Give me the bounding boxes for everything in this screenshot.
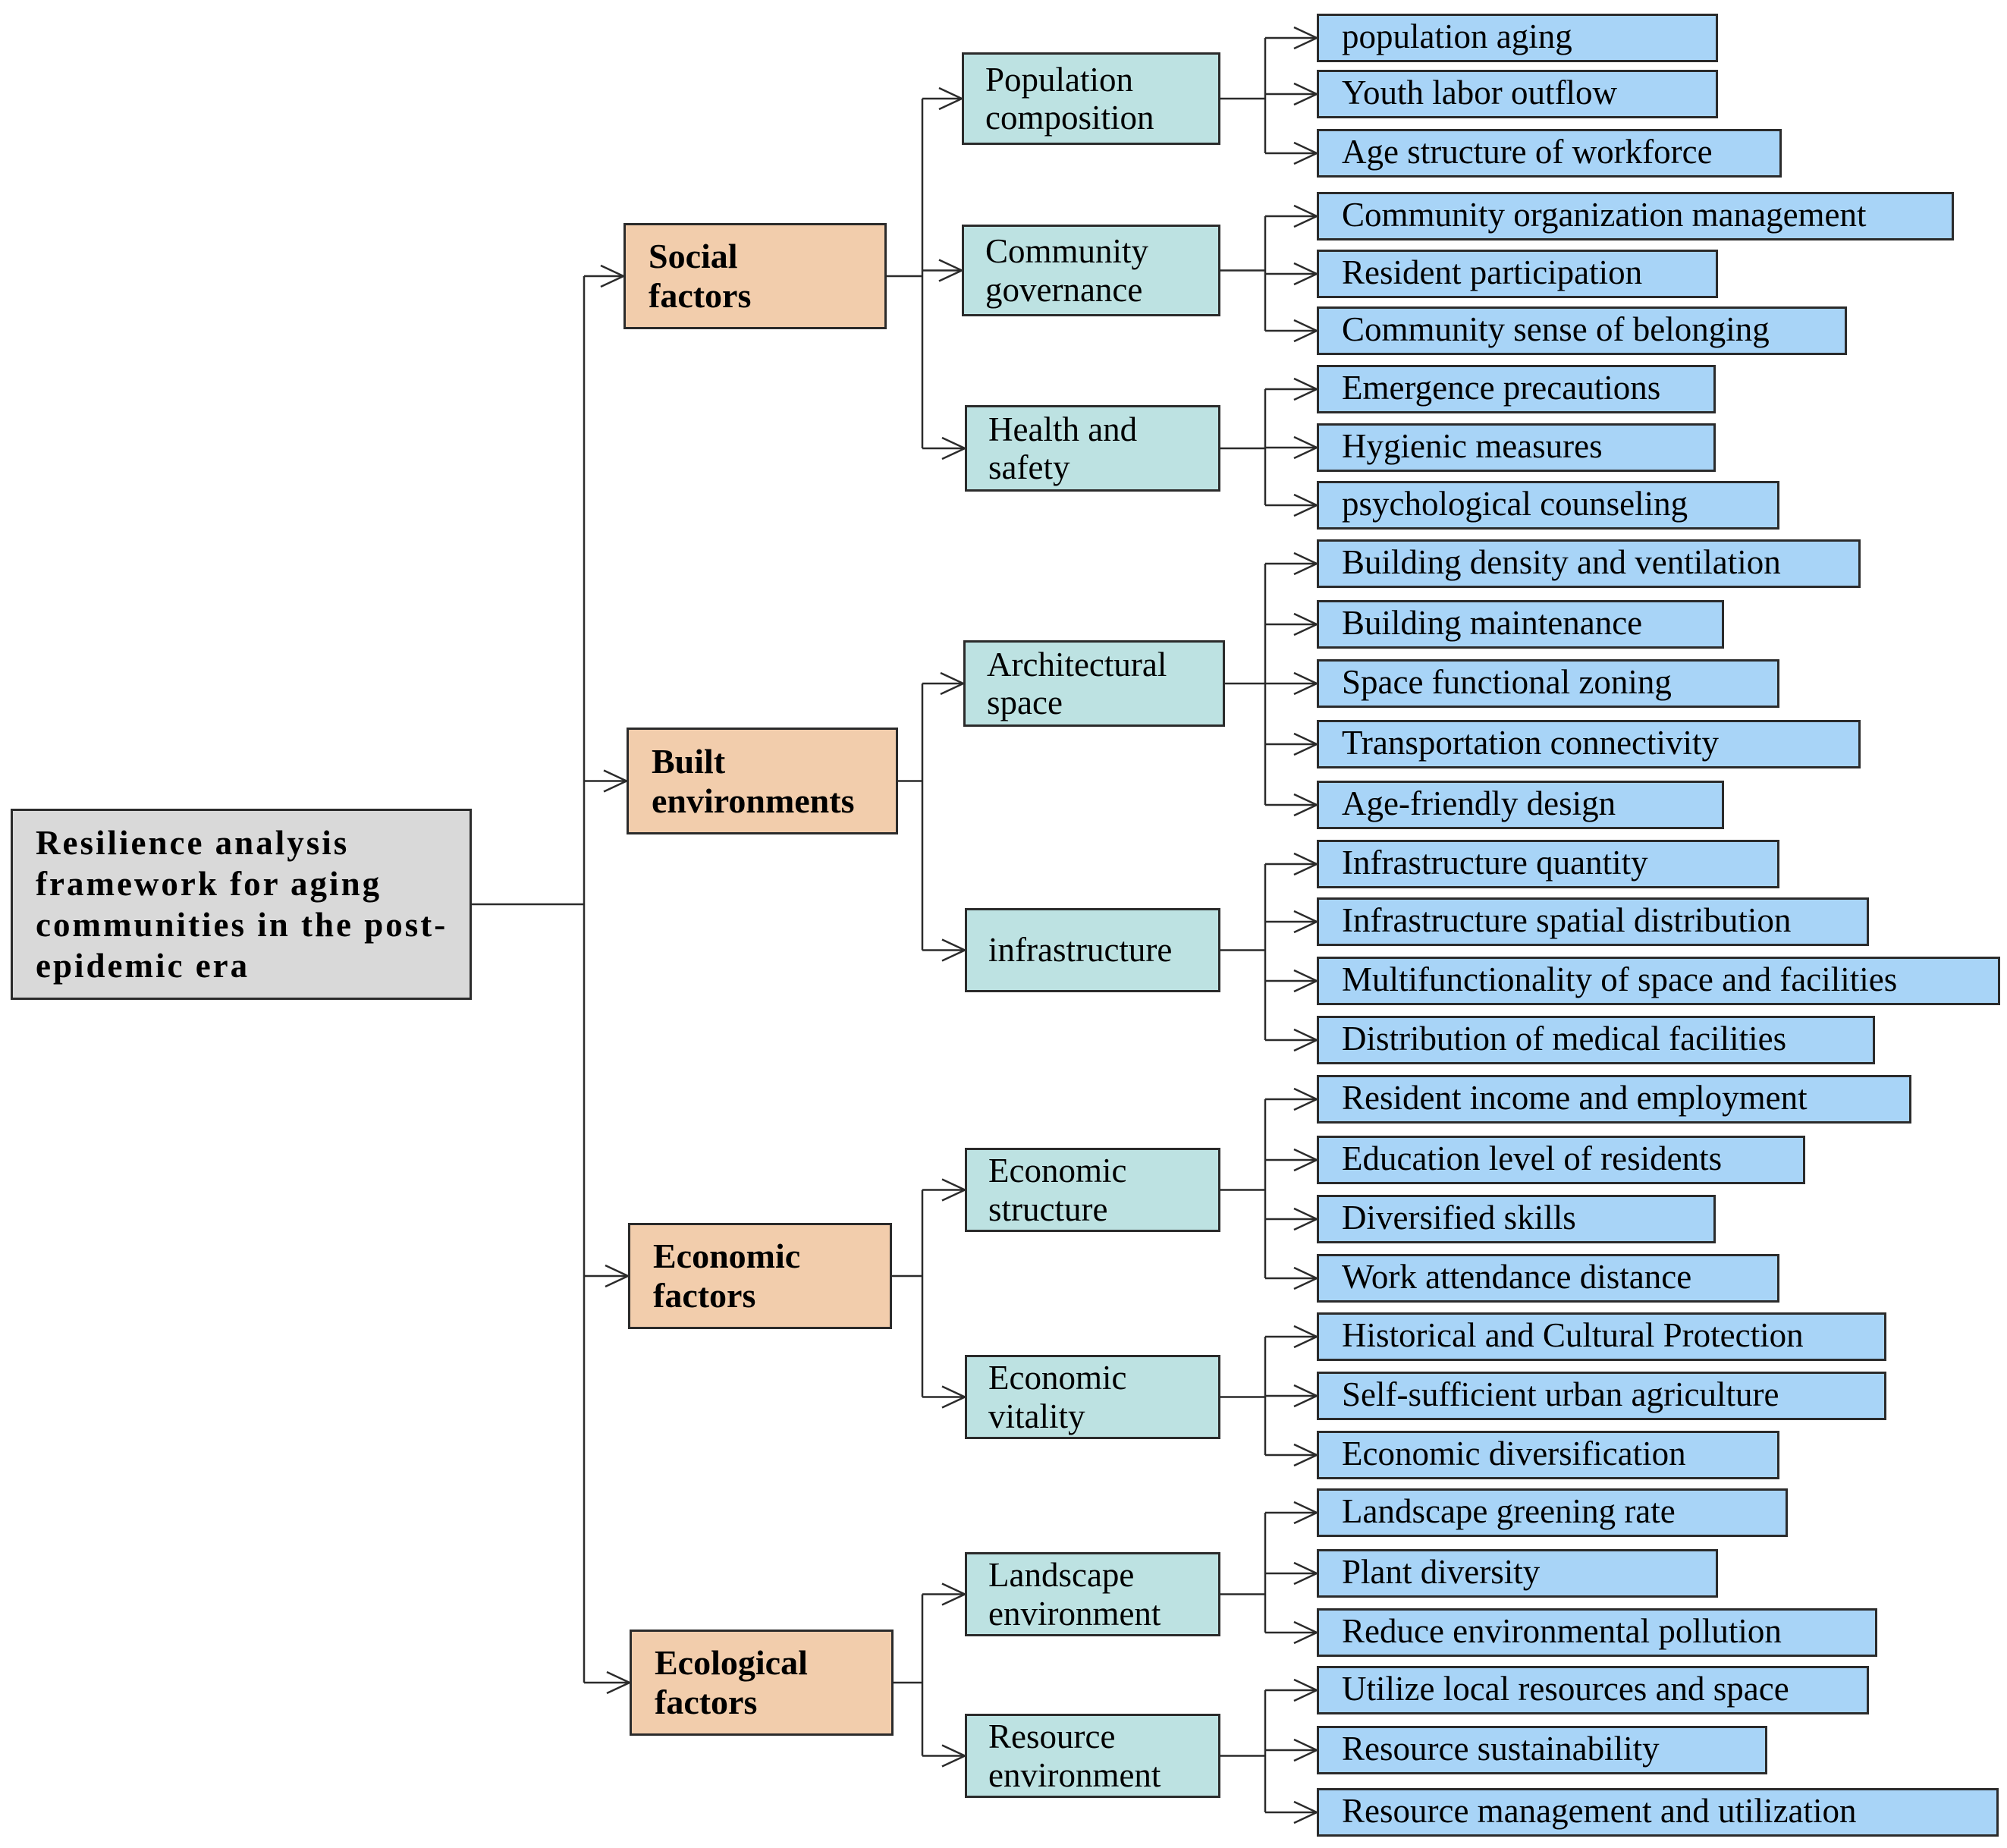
indicator-node-label: Emergence precautions	[1342, 368, 1661, 407]
group-node-label: Architectural space	[987, 645, 1167, 721]
group-node-label: Economic structure	[988, 1152, 1127, 1228]
indicator-node: Work attendance distance	[1317, 1254, 1779, 1303]
indicator-node: Community sense of belonging	[1317, 306, 1847, 355]
indicator-node: Resource management and utilization	[1317, 1788, 1999, 1837]
indicator-node: population aging	[1317, 14, 1718, 62]
group-node-label: Resource environment	[988, 1718, 1161, 1794]
indicator-node-label: Economic diversification	[1342, 1434, 1686, 1472]
indicator-node-label: Multifunctionality of space and faciliti…	[1342, 960, 1898, 998]
category-node-label: Economic factors	[653, 1237, 801, 1315]
indicator-node-label: Work attendance distance	[1342, 1257, 1692, 1296]
indicator-node: Reduce environmental pollution	[1317, 1608, 1877, 1657]
group-node: Health and safety	[965, 405, 1220, 492]
category-node-label: Social factors	[649, 237, 752, 315]
indicator-node: Infrastructure spatial distribution	[1317, 897, 1869, 946]
indicator-node: Age-friendly design	[1317, 781, 1724, 829]
category-node: Social factors	[623, 223, 887, 329]
group-node: infrastructure	[965, 908, 1220, 992]
indicator-node-label: Age structure of workforce	[1342, 132, 1713, 171]
indicator-node-label: Distribution of medical facilities	[1342, 1019, 1787, 1058]
indicator-node: Building maintenance	[1317, 600, 1724, 649]
indicator-node: Historical and Cultural Protection	[1317, 1312, 1886, 1361]
indicator-node-label: Age-friendly design	[1342, 784, 1616, 822]
root-node: Resilience analysis framework for aging …	[11, 809, 472, 1000]
group-node: Economic structure	[965, 1148, 1220, 1232]
indicator-node-label: Infrastructure quantity	[1342, 843, 1648, 882]
category-node-label: Ecological factors	[655, 1643, 808, 1721]
indicator-node-label: Resident income and employment	[1342, 1078, 1808, 1117]
indicator-node-label: Resident participation	[1342, 253, 1643, 291]
indicator-node-label: Education level of residents	[1342, 1139, 1723, 1177]
indicator-node: Education level of residents	[1317, 1136, 1805, 1184]
indicator-node-label: Building density and ventilation	[1342, 542, 1781, 581]
indicator-node: psychological counseling	[1317, 481, 1779, 530]
indicator-node: Hygienic measures	[1317, 423, 1716, 472]
indicator-node: Landscape greening rate	[1317, 1488, 1788, 1537]
indicator-node: Infrastructure quantity	[1317, 840, 1779, 888]
category-node: Economic factors	[628, 1223, 892, 1329]
indicator-node-label: Self-sufficient urban agriculture	[1342, 1375, 1779, 1413]
category-node-label: Built environments	[652, 741, 855, 820]
indicator-node-label: psychological counseling	[1342, 484, 1688, 523]
indicator-node-label: Utilize local resources and space	[1342, 1669, 1789, 1708]
indicator-node: Youth labor outflow	[1317, 70, 1718, 118]
indicator-node: Building density and ventilation	[1317, 539, 1861, 588]
indicator-node-label: Space functional zoning	[1342, 662, 1672, 701]
indicator-node: Distribution of medical facilities	[1317, 1016, 1875, 1064]
group-node-label: Community governance	[985, 232, 1149, 309]
indicator-node-label: Plant diversity	[1342, 1552, 1541, 1591]
indicator-node-label: Diversified skills	[1342, 1198, 1576, 1237]
indicator-node-label: Infrastructure spatial distribution	[1342, 900, 1792, 939]
indicator-node: Age structure of workforce	[1317, 129, 1782, 178]
group-node-label: Health and safety	[988, 410, 1138, 486]
indicator-node: Space functional zoning	[1317, 659, 1779, 708]
group-node: Architectural space	[963, 640, 1225, 727]
indicator-node: Transportation connectivity	[1317, 720, 1861, 768]
indicator-node: Emergence precautions	[1317, 365, 1716, 413]
category-node: Ecological factors	[630, 1630, 894, 1736]
indicator-node-label: Landscape greening rate	[1342, 1491, 1676, 1530]
indicator-node: Economic diversification	[1317, 1431, 1779, 1479]
group-node: Economic vitality	[965, 1355, 1220, 1439]
indicator-node-label: Reduce environmental pollution	[1342, 1611, 1782, 1650]
indicator-node-label: Historical and Cultural Protection	[1342, 1315, 1804, 1354]
indicator-node: Resident participation	[1317, 250, 1718, 298]
group-node: Landscape environment	[965, 1552, 1220, 1636]
group-node: Population composition	[962, 52, 1220, 145]
indicator-node-label: Resource management and utilization	[1342, 1791, 1857, 1830]
group-node-label: Economic vitality	[988, 1359, 1127, 1435]
indicator-node: Resident income and employment	[1317, 1075, 1911, 1124]
indicator-node-label: Building maintenance	[1342, 603, 1643, 642]
indicator-node: Plant diversity	[1317, 1549, 1718, 1598]
indicator-node: Resource sustainability	[1317, 1726, 1767, 1774]
category-node: Built environments	[627, 728, 898, 834]
group-node: Community governance	[962, 225, 1220, 316]
group-node-label: Population composition	[985, 60, 1154, 137]
indicator-node-label: Community sense of belonging	[1342, 310, 1770, 348]
group-node-label: Landscape environment	[988, 1556, 1161, 1633]
indicator-node: Utilize local resources and space	[1317, 1666, 1869, 1714]
indicator-node: Community organization management	[1317, 192, 1954, 240]
indicator-node-label: Community organization management	[1342, 195, 1867, 234]
indicator-node: Multifunctionality of space and faciliti…	[1317, 957, 2000, 1005]
root-node-label: Resilience analysis framework for aging …	[36, 824, 448, 985]
group-node: Resource environment	[965, 1714, 1220, 1798]
indicator-node-label: population aging	[1342, 17, 1572, 55]
indicator-node-label: Hygienic measures	[1342, 426, 1603, 465]
indicator-node: Diversified skills	[1317, 1195, 1716, 1243]
indicator-node-label: Youth labor outflow	[1342, 73, 1617, 112]
indicator-node: Self-sufficient urban agriculture	[1317, 1372, 1886, 1420]
indicator-node-label: Transportation connectivity	[1342, 723, 1720, 762]
group-node-label: infrastructure	[988, 931, 1173, 970]
indicator-node-label: Resource sustainability	[1342, 1729, 1660, 1768]
